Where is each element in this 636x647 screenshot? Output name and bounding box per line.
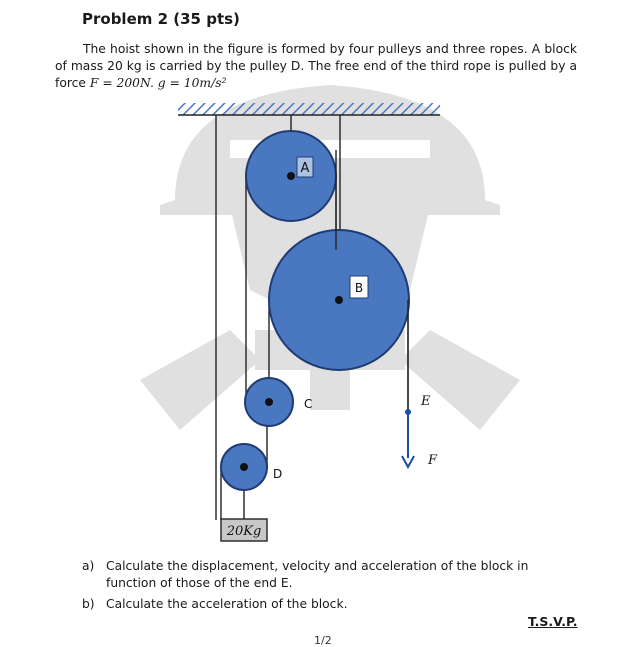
pulley-a (245, 130, 337, 222)
pulley-b (268, 229, 410, 371)
ceiling-hatch (178, 103, 440, 115)
force-expression: F = 200N. g = 10m/s² (89, 76, 227, 90)
question-a-text: Calculate the displacement, velocity and… (106, 559, 529, 590)
pulley-d-label: D (273, 467, 282, 481)
block-20kg: 20Kg (220, 518, 268, 542)
question-b-text: Calculate the acceleration of the block. (106, 597, 348, 611)
pulley-d (220, 443, 268, 491)
block-label: 20Kg (226, 524, 262, 539)
pulley-c-label: C (304, 397, 312, 411)
force-label: F (427, 453, 438, 468)
question-b: b) Calculate the acceleration of the bloc… (82, 596, 582, 613)
page-number: 1/2 (314, 634, 332, 647)
problem-statement: The hoist shown in the figure is formed … (55, 41, 577, 92)
question-a: a) Calculate the displacement, velocity a… (82, 558, 582, 592)
pulley-a-label: A (301, 161, 310, 176)
pulley-b-label: B (355, 281, 363, 295)
problem-title: Problem 2 (35 pts) (82, 10, 240, 28)
force-arrow (401, 412, 415, 470)
end-label: E (420, 394, 431, 409)
statement-text: The hoist shown in the figure is formed … (55, 42, 577, 90)
pulley-c (244, 377, 294, 427)
question-a-letter: a) (82, 559, 95, 573)
tsvp-note: T.S.V.P. (528, 614, 578, 629)
label-b: B (349, 275, 369, 299)
question-b-letter: b) (82, 597, 95, 611)
label-a: A (296, 156, 314, 178)
